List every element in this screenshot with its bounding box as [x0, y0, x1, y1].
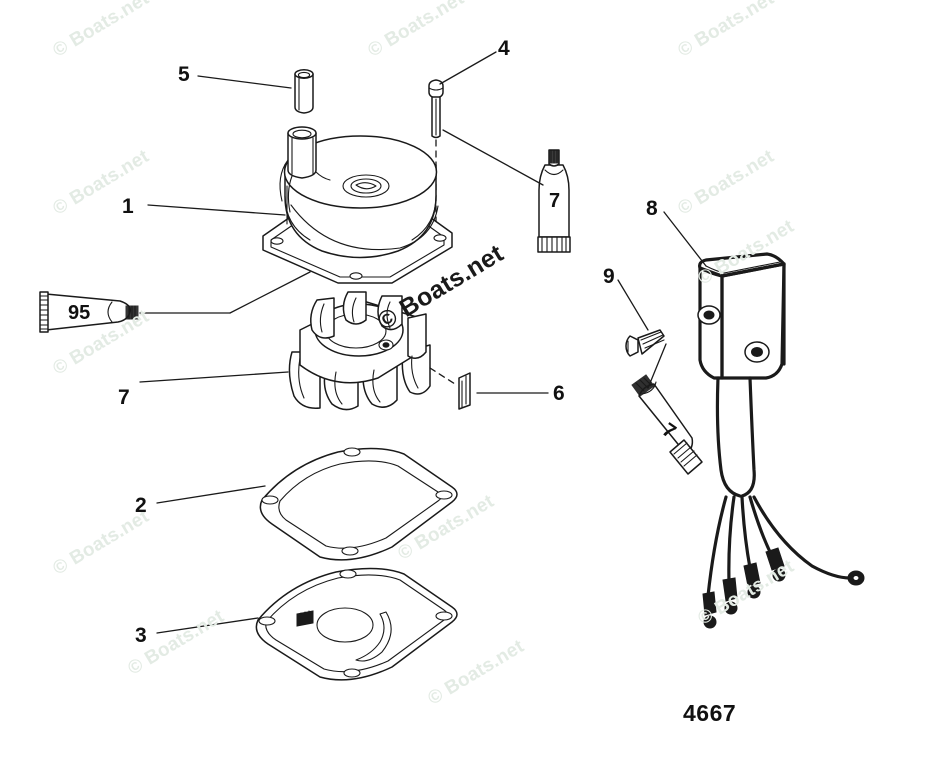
part-water-pump-housing: [262, 126, 453, 284]
callout-4: 4: [498, 37, 510, 60]
callout-9: 9: [603, 265, 615, 288]
callout-6: 6: [553, 382, 565, 405]
callout-8: 8: [646, 197, 658, 220]
part-impeller-key: [429, 367, 471, 410]
lubricant-tube-upper-label: 7: [549, 190, 561, 212]
face-plate-dowel: [296, 610, 314, 627]
part-lubricant-tube-upper: [537, 149, 571, 253]
part-impeller: [288, 291, 431, 411]
part-sleeve-bushing: [294, 69, 314, 114]
callout-3: 3: [135, 624, 147, 647]
part-face-plate: [255, 567, 458, 681]
part-lubricant-tube-lower: [631, 374, 703, 475]
part-hex-bolt: [428, 79, 444, 237]
callout-1: 1: [122, 195, 134, 218]
part-gasket: [259, 447, 458, 561]
part-mounting-screw: [625, 329, 665, 357]
lubricant-tube-lower-label: 7: [657, 418, 680, 444]
callout-5: 5: [178, 63, 190, 86]
callout-7: 7: [118, 386, 130, 409]
callout-leader-lines: [139, 51, 707, 634]
callout-2: 2: [135, 494, 147, 517]
wire-harness-leads: [702, 495, 865, 629]
part-sealant-tube-95: [39, 291, 139, 333]
part-voltage-regulator: [697, 252, 865, 629]
figure-number: 4667: [683, 700, 737, 726]
sealant-tube-95-label: 95: [68, 302, 91, 324]
